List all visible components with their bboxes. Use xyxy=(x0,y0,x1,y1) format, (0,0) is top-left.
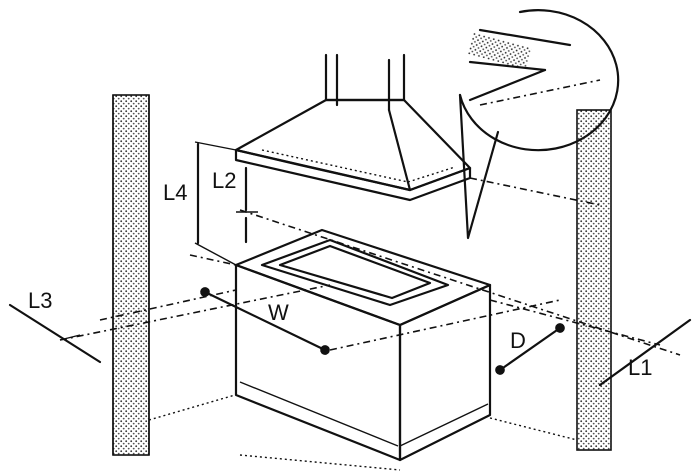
label-l4: L4 xyxy=(163,180,187,205)
dimension-d: D xyxy=(495,323,565,375)
label-l2: L2 xyxy=(212,168,236,193)
label-l3: L3 xyxy=(28,288,52,313)
reference-lines xyxy=(59,177,681,356)
left-wall xyxy=(112,94,150,456)
label-l1: L1 xyxy=(628,355,652,380)
dimension-l1: L1 xyxy=(598,318,692,387)
label-w: W xyxy=(268,300,289,325)
dimension-l2: L2 xyxy=(212,166,258,244)
detail-callout xyxy=(458,9,620,240)
label-d: D xyxy=(510,328,526,353)
floor-outline xyxy=(148,394,578,471)
dimension-w: W xyxy=(200,287,330,355)
right-wall xyxy=(576,109,612,451)
cooker-hood xyxy=(234,98,472,202)
dimension-l4: L4 xyxy=(163,141,237,266)
hood-chimney xyxy=(324,53,406,112)
dimension-l3: L3 xyxy=(8,288,102,364)
cooker-cabinet xyxy=(234,228,492,462)
